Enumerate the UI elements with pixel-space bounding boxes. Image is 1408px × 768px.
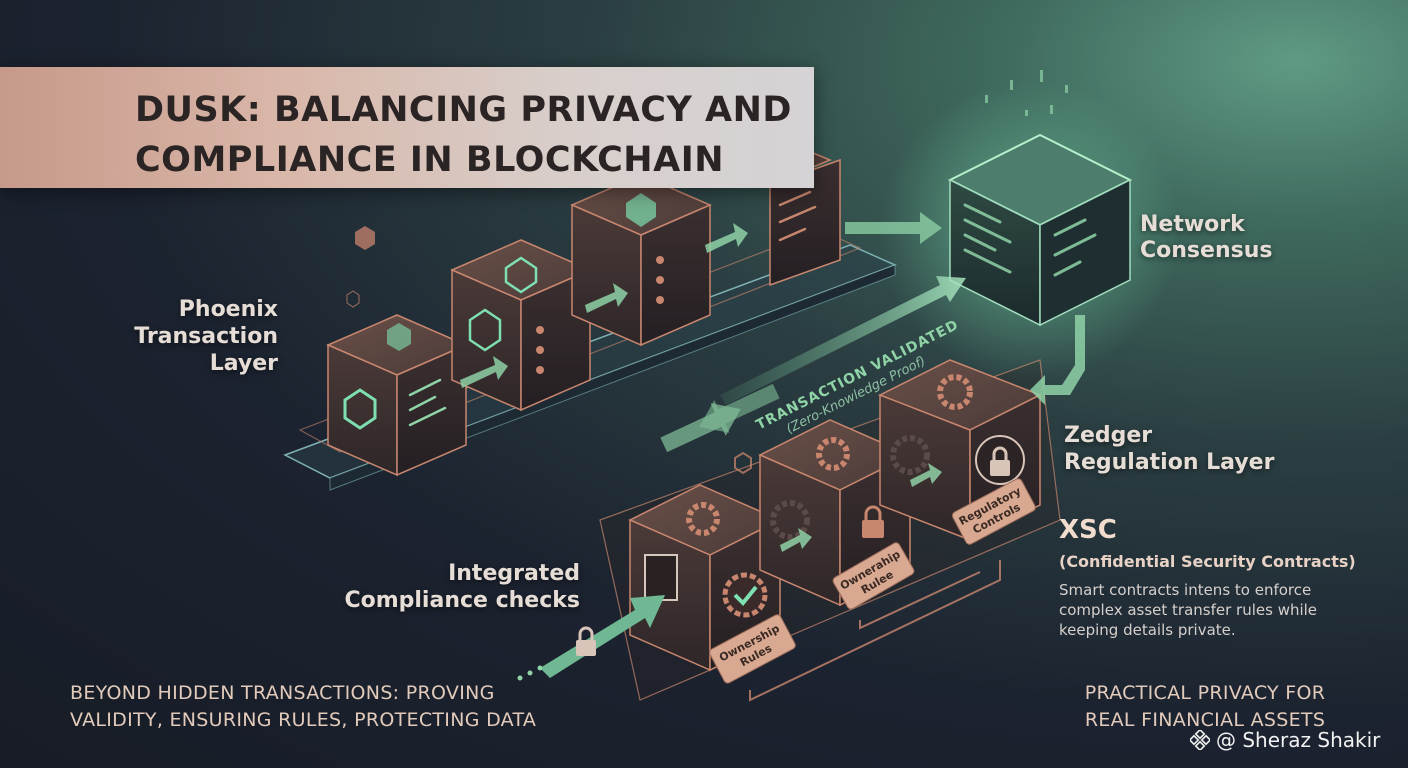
padlock-icon: [862, 505, 884, 538]
tag-ownership-rule-middle: Ownerahip Rulee: [832, 542, 915, 610]
floating-hexagons: [346, 226, 752, 475]
arrow-icon: [1030, 315, 1085, 405]
phoenix-cube-1: [326, 314, 468, 477]
gear-icon: [816, 437, 850, 471]
hexagon-icon: [504, 256, 538, 294]
integrated-compliance-label: Integrated Compliance checks: [344, 561, 580, 613]
zedger-cube-3: [878, 359, 1042, 542]
xsc-subtitle: (Confidential Security Contracts): [1059, 552, 1356, 571]
flow-arrows: [460, 212, 1085, 552]
arrow-icon: [845, 212, 942, 244]
document-icon: [644, 554, 678, 601]
network-consensus-label: Network Consensus: [1140, 212, 1273, 263]
phoenix-cube-3: [570, 174, 712, 347]
zedger-label: Zedger Regulation Layer: [1064, 423, 1275, 475]
arrow-icon: [705, 223, 748, 253]
arrow-icon: [720, 276, 966, 405]
network-consensus-cube: [947, 70, 1133, 327]
padlock-icon: [576, 626, 596, 656]
padlock-icon: [990, 446, 1010, 476]
gear-icon: [686, 502, 720, 536]
title-banner: DUSK: BALANCING PRIVACY AND COMPLIANCE I…: [0, 67, 814, 188]
binance-logo-icon: [1190, 730, 1210, 750]
server-cube-icon: [963, 203, 1097, 277]
arrow-icon: [460, 356, 508, 388]
compliance-loop: [749, 560, 1001, 702]
checkmark-gear-icon: [722, 572, 768, 618]
watermark-text: @ Sheraz Shakir: [1216, 728, 1381, 752]
arrow-icon: [780, 528, 812, 552]
xsc-description: Smart contracts intens to enforce comple…: [1059, 581, 1318, 639]
page-title: DUSK: BALANCING PRIVACY AND COMPLIANCE I…: [135, 90, 792, 180]
gear-icon: [937, 374, 973, 410]
hexagon-icon: [343, 388, 377, 430]
arrow-icon: [699, 383, 780, 433]
hexagon-icon: [626, 193, 656, 227]
arrow-icon: [910, 463, 942, 487]
tag-ownership-rules-front: Ownership Rules: [709, 614, 796, 684]
xsc-title: XSC: [1059, 515, 1117, 545]
phoenix-cube-2: [450, 239, 592, 412]
bottom-right-tagline: PRACTICAL PRIVACY FOR REAL FINANCIAL ASS…: [1084, 682, 1326, 731]
arrow-icon: [585, 283, 628, 313]
bottom-left-tagline: BEYOND HIDDEN TRANSACTIONS: PROVING VALI…: [70, 682, 537, 731]
watermark: @ Sheraz Shakir: [1190, 728, 1380, 752]
entry-arrow: [517, 595, 665, 681]
phoenix-label: Phoenix Transaction Layer: [134, 297, 278, 376]
